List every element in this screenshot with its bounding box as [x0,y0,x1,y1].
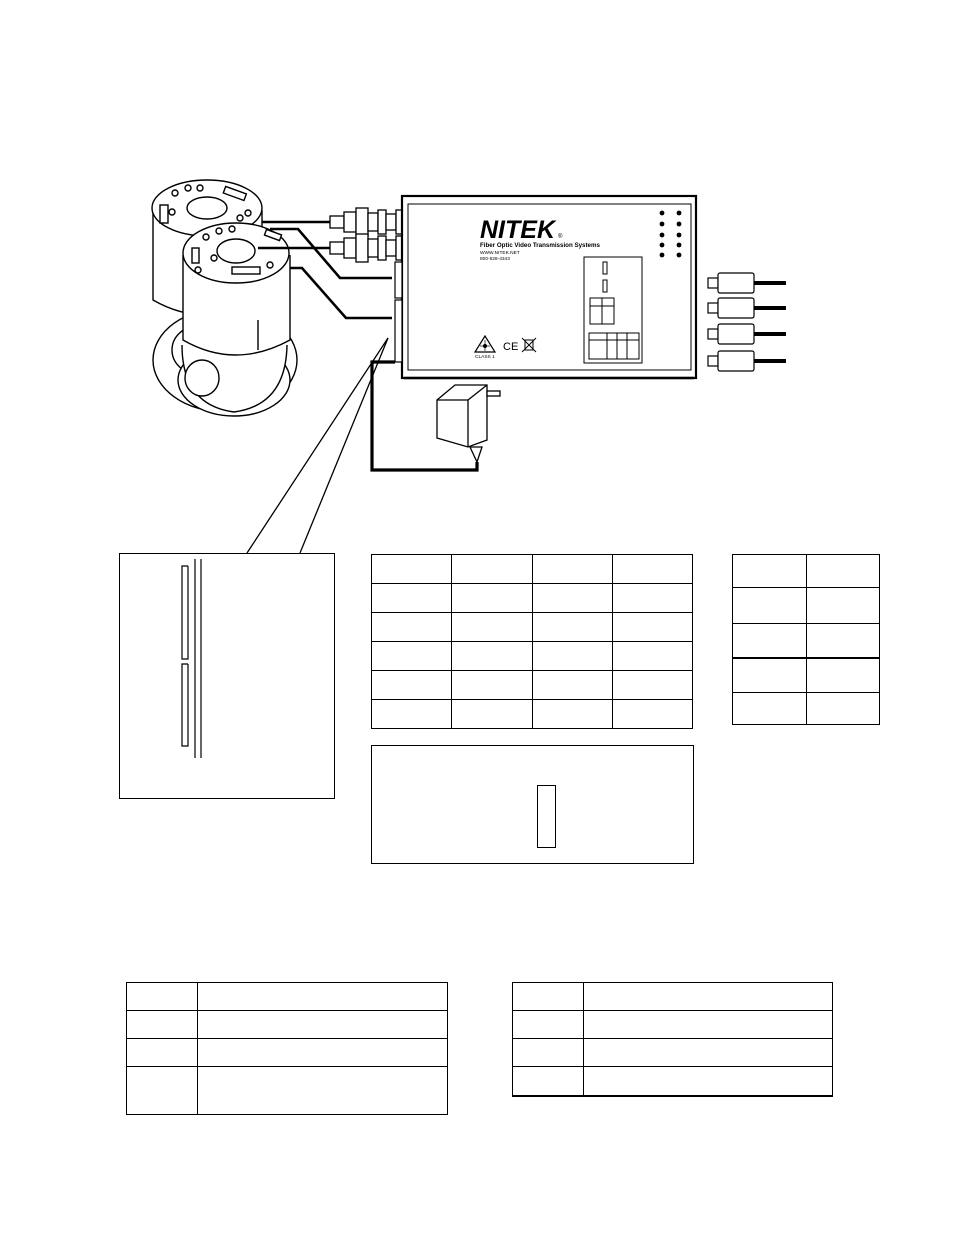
table-row [370,641,694,671]
table-row [370,583,694,613]
system-diagram: NITEK ® Fiber Optic Video Transmission S… [151,179,786,554]
table-row [732,554,880,588]
dip-switch [537,785,556,848]
laser-warning-icon [473,334,497,353]
table-row [512,1010,833,1039]
power-adapter-icon [436,384,501,464]
bottom-left-table [126,982,448,1115]
small-table [732,554,880,725]
table-row [512,982,833,1011]
fiber-connector-icon [707,272,786,372]
table-row [732,692,880,725]
bnc-connector-icon [329,207,405,237]
device-phone: 800-528-4343 [480,256,510,262]
ce-mark: CE [503,341,518,353]
device-tagline: Fiber Optic Video Transmission Systems [480,242,600,249]
table-row [370,670,694,700]
transmitter-unit [394,194,698,380]
grid-table [370,554,694,729]
weee-bin-icon [521,337,537,353]
bnc-connector-icon [329,233,405,263]
table-row [732,657,880,693]
power-cable [370,360,479,472]
device-website: WWW.NITEK.NET [480,250,520,256]
coax-cables [258,220,392,320]
registered-mark: ® [558,233,563,240]
side-panel-detail [181,559,202,758]
table-row [370,554,694,584]
table-row [732,623,880,658]
table-row [126,1066,448,1115]
table-row [126,1010,448,1039]
table-row [126,982,448,1011]
laser-class-label: CLASS 1 [475,354,495,360]
table-row [370,612,694,642]
brand-logo: NITEK [480,216,557,244]
table-row [126,1038,448,1067]
switch-panel-box [371,745,694,864]
status-led-icon [659,210,682,258]
table-row [512,1038,833,1067]
zoom-detail-panel [119,553,335,799]
dome-camera-icon [177,222,291,417]
zoom-callout-lines [246,337,389,554]
table-row [512,1066,833,1096]
bottom-right-table [512,982,833,1097]
table-row [732,587,880,624]
table-row [370,699,694,729]
